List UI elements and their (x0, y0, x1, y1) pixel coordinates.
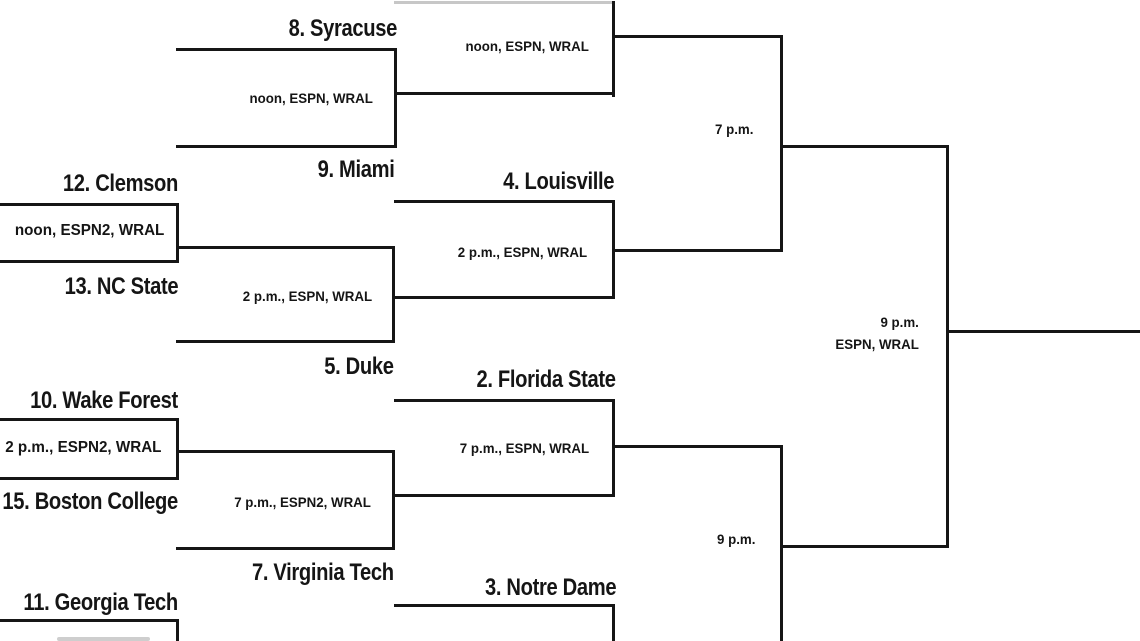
bracket-winner-qf1 (612, 35, 783, 38)
bracket-winner-duke-game (392, 296, 615, 299)
bracket-line-georgiatech (0, 619, 179, 622)
team-label-syracuse: 8. Syracuse (288, 15, 398, 42)
bracket-line-wakeforest (0, 418, 179, 421)
time-label-final: 9 p.m. ESPN, WRAL (836, 311, 919, 355)
bracket-join-wake-bc (176, 418, 179, 480)
time-label-semifinal-1: 7 p.m. (714, 121, 753, 137)
time-label-second-round-virginiatech: 7 p.m., ESPN2, WRAL (234, 494, 371, 510)
clipped-text-remnant (57, 637, 150, 641)
bracket-winner-semifinal2 (780, 545, 949, 548)
bracket-line-clemson (0, 203, 179, 206)
bracket-line-louisville (394, 200, 615, 203)
team-label-bostoncollege: 15. Boston College (2, 488, 179, 515)
bracket-winner-syracuse-miami (394, 92, 615, 95)
team-label-louisville: 4. Louisville (502, 168, 614, 195)
bracket-line-playin1-winner (176, 246, 395, 249)
bracket-line-floridastate (394, 399, 615, 402)
bracket-winner-qf2 (612, 249, 783, 252)
bracket-join-clemson-ncstate (176, 203, 179, 263)
time-label-second-round-duke: 2 p.m., ESPN, WRAL (242, 288, 372, 304)
bracket-join-vt-game (392, 450, 395, 550)
team-label-ncstate: 13. NC State (64, 273, 178, 300)
bracket-join-final (946, 145, 949, 548)
time-label-first-round-clemson-ncstate: noon, ESPN2, WRAL (14, 222, 164, 239)
bracket-line-syracuse (176, 48, 397, 51)
time-label-second-round-syracuse-miami: noon, ESPN, WRAL (249, 90, 373, 106)
time-label-quarterfinal-3: 7 p.m., ESPN, WRAL (459, 440, 589, 456)
team-label-wakeforest: 10. Wake Forest (30, 387, 178, 414)
bracket-line-duke (176, 340, 395, 343)
bracket-join-qf3 (612, 399, 615, 497)
bracket-winner-vt-game (392, 494, 615, 497)
bracket-join-semifinal1 (780, 35, 783, 252)
time-label-quarterfinal-1: noon, ESPN, WRAL (465, 38, 589, 54)
bracket-line-notredame (394, 604, 615, 607)
team-label-notredame: 3. Notre Dame (484, 574, 617, 601)
bracket-line-virginiatech (176, 547, 395, 550)
team-label-clemson: 12. Clemson (62, 170, 178, 197)
team-label-duke: 5. Duke (324, 353, 395, 380)
bracket-line-playin2-winner (176, 450, 395, 453)
bracket-join-syracuse-miami (394, 48, 397, 148)
bracket-join-duke-game (392, 246, 395, 343)
bracket-line-ncstate (0, 260, 179, 263)
time-label-quarterfinal-2: 2 p.m., ESPN, WRAL (457, 244, 587, 260)
bracket-winner-qf3 (612, 445, 783, 448)
bracket-line-bostoncollege (0, 477, 179, 480)
bracket-winner-semifinal1 (780, 145, 949, 148)
team-label-georgiatech: 11. Georgia Tech (23, 589, 179, 616)
time-label-semifinal-2: 9 p.m. (716, 531, 755, 547)
bracket-line-top-seed-cropped (394, 1, 615, 4)
final-network-text: ESPN, WRAL (835, 336, 919, 352)
bracket-join-semifinal2 (780, 445, 783, 641)
bracket-line-miami (176, 145, 397, 148)
final-time-text: 9 p.m. (880, 314, 919, 330)
team-label-virginiatech: 7. Virginia Tech (252, 559, 394, 586)
bracket-winner-final (946, 330, 1140, 333)
bracket-join-qf1 (612, 1, 615, 97)
time-label-first-round-wake-bc: 2 p.m., ESPN2, WRAL (4, 439, 161, 456)
team-label-floridastate: 2. Florida State (476, 366, 616, 393)
bracket-join-qf4-cropped (612, 604, 615, 641)
team-label-miami: 9. Miami (317, 156, 394, 183)
bracket-join-gt-game-cropped (176, 619, 179, 641)
